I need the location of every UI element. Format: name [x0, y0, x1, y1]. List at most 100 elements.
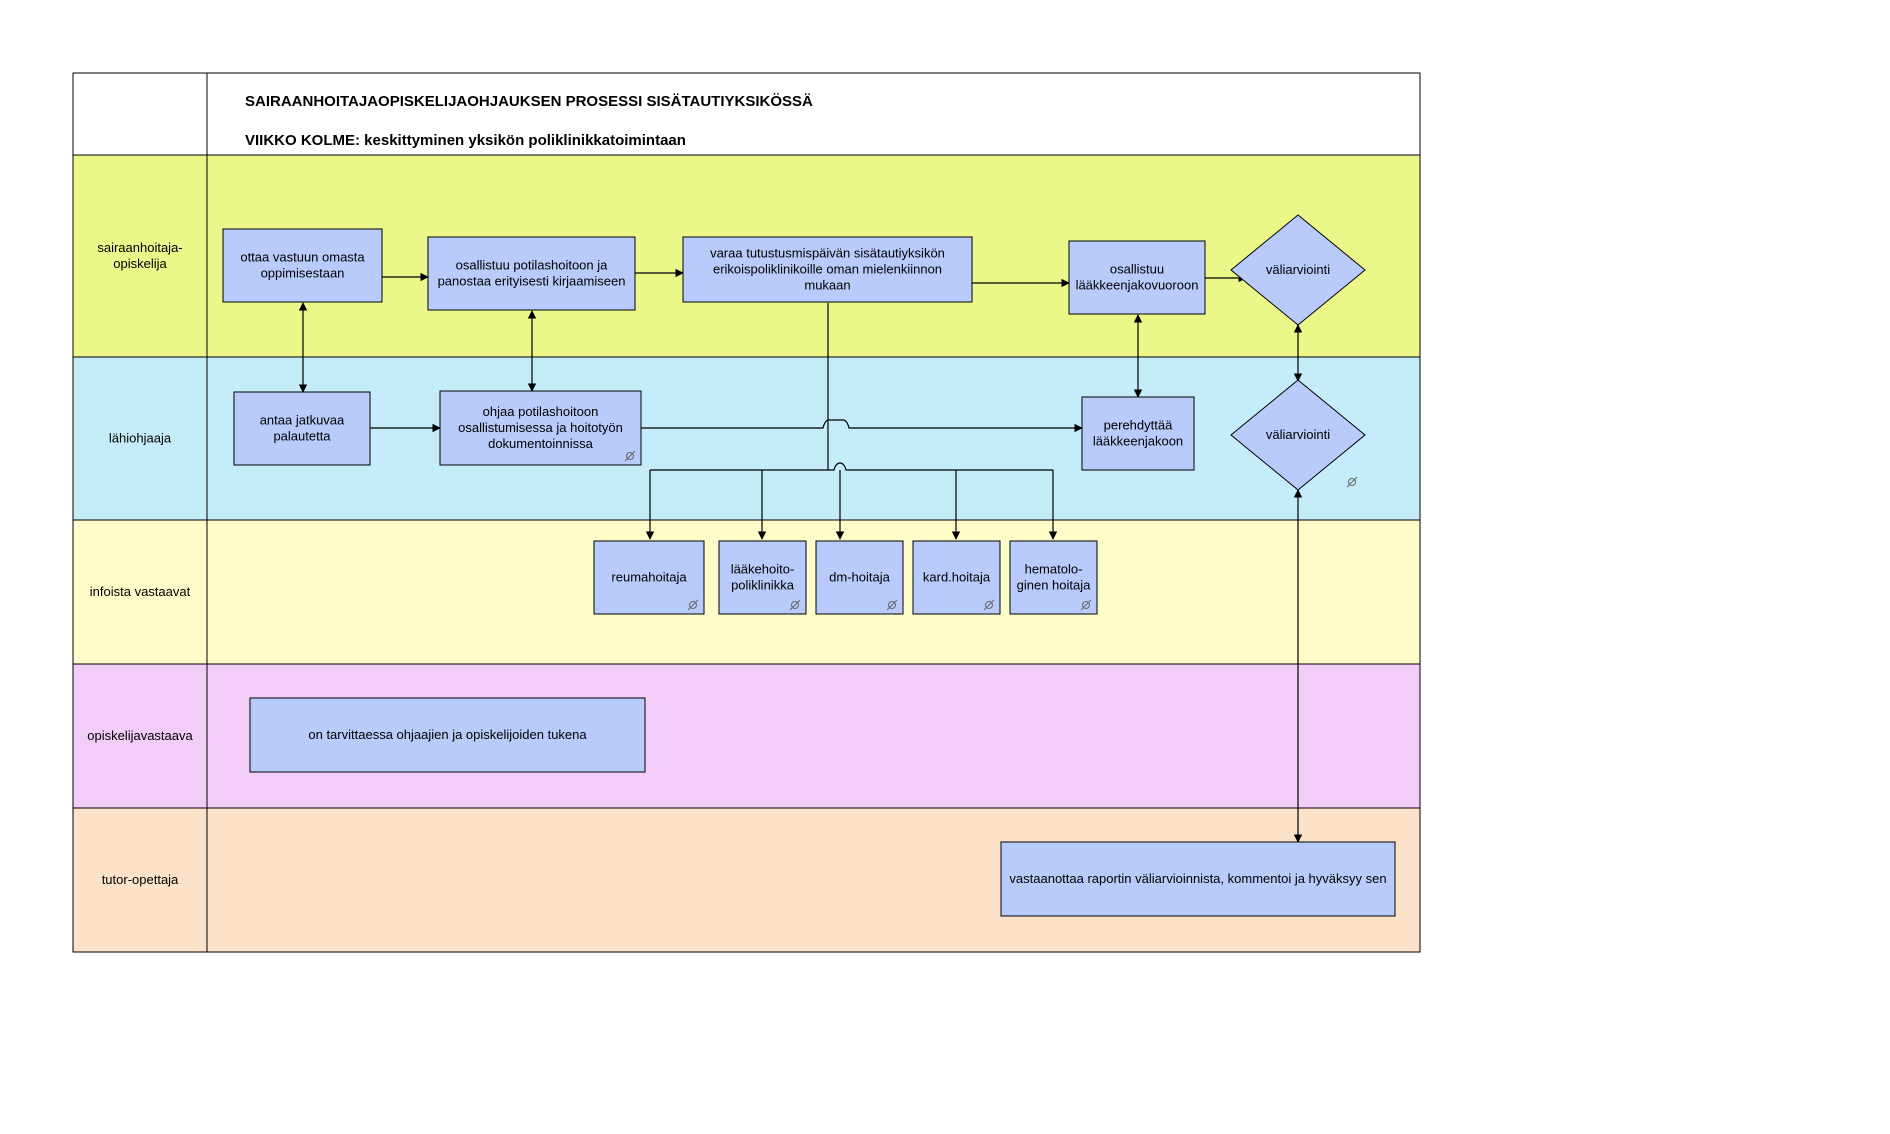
node-label-line: lääkkeenjakovuoroon: [1076, 278, 1199, 293]
process-box: [912, 540, 1001, 615]
node-reuma: reumahoitaja: [593, 540, 705, 615]
lane-label-line: opiskelija: [113, 256, 167, 271]
node-label-line: poliklinikka: [731, 578, 795, 593]
node-label-line: lääkkeenjakoon: [1093, 434, 1183, 449]
diagram-title: SAIRAANHOITAJAOPISKELIJAOHJAUKSEN PROSES…: [245, 93, 813, 110]
process-box: [718, 540, 807, 615]
node-label-line: ginen hoitaja: [1017, 578, 1091, 593]
process-box: [249, 697, 646, 773]
node-label-line: ottaa vastuun omasta: [240, 250, 365, 265]
node-label-line: mukaan: [804, 278, 850, 293]
process-box: [222, 228, 383, 303]
node-label-line: osallistuu potilashoitoon ja: [456, 258, 609, 273]
node-label-line: erikoispoliklinikoille oman mielenkiinno…: [713, 262, 942, 277]
link-icon: [886, 599, 898, 611]
process-box: [1081, 396, 1195, 471]
node-label: väliarviointi: [1266, 427, 1330, 442]
node-label: lääkehoito-poliklinikka: [731, 562, 795, 593]
node-label-line: hematolo-: [1025, 562, 1083, 577]
node-label-line: varaa tutustusmispäivän sisätautiyksikön: [710, 246, 945, 261]
link-icon: [624, 450, 636, 462]
node-label-line: väliarviointi: [1266, 262, 1330, 277]
process-box: [1068, 240, 1206, 315]
lane-label-line: opiskelijavastaava: [87, 728, 193, 743]
node-label-line: vastaanottaa raportin väliarvioinnista, …: [1009, 871, 1386, 886]
edge-ohjaa-perehdyttaa: [641, 419, 1083, 433]
node-valiarviointi2: väliarviointi: [1230, 379, 1366, 491]
link-icon: [687, 599, 699, 611]
node-dm: dm-hoitaja: [815, 540, 904, 615]
node-label-line: oppimisestaan: [261, 266, 345, 281]
node-label: varaa tutustusmispäivän sisätautiyksikön…: [710, 246, 945, 293]
lane-label-line: tutor-opettaja: [102, 872, 179, 887]
link-icon: [983, 599, 995, 611]
decision-diamond: [1230, 379, 1366, 491]
lane-label: tutor-opettaja: [102, 872, 179, 887]
lane-label: infoista vastaavat: [90, 584, 191, 599]
process-box: [1000, 841, 1396, 917]
node-label-line: kard.hoitaja: [923, 570, 991, 585]
process-box: [1009, 540, 1098, 615]
node-label: on tarvittaessa ohjaajien ja opiskelijoi…: [308, 727, 587, 742]
lane-label-line: lähiohjaaja: [109, 431, 172, 446]
lane-label: lähiohjaaja: [109, 431, 172, 446]
node-label-line: lääkehoito-: [731, 562, 795, 577]
process-box: [439, 390, 642, 466]
node-label-line: palautetta: [273, 429, 331, 444]
edge-branch-bus: [650, 462, 1053, 471]
lane-label-line: infoista vastaavat: [90, 584, 191, 599]
swimlanes: sairaanhoitaja-opiskelija lähiohjaaja info…: [72, 154, 1421, 953]
link-icon: [789, 599, 801, 611]
process-box: [427, 236, 636, 311]
lane-label: sairaanhoitaja-opiskelija: [97, 240, 182, 271]
node-vastaanottaa: vastaanottaa raportin väliarvioinnista, …: [1000, 841, 1396, 917]
node-label-line: ohjaa potilashoitoon: [483, 404, 599, 419]
process-box: [593, 540, 705, 615]
node-label-line: panostaa erityisesti kirjaamiseen: [438, 274, 626, 289]
node-label-line: osallistumisessa ja hoitotyön: [458, 420, 623, 435]
node-tukena: on tarvittaessa ohjaajien ja opiskelijoi…: [249, 697, 646, 773]
node-label-line: dm-hoitaja: [829, 570, 890, 585]
node-label-line: väliarviointi: [1266, 427, 1330, 442]
node-label-line: on tarvittaessa ohjaajien ja opiskelijoi…: [308, 727, 587, 742]
node-label: dm-hoitaja: [829, 570, 890, 585]
node-label-line: reumahoitaja: [611, 570, 687, 585]
process-box: [815, 540, 904, 615]
node-kard: kard.hoitaja: [912, 540, 1001, 615]
lane-label: opiskelijavastaava: [87, 728, 193, 743]
node-valiarviointi1: väliarviointi: [1230, 214, 1366, 326]
diagram-subtitle: VIIKKO KOLME: keskittyminen yksikön poli…: [245, 132, 686, 149]
process-box: [682, 236, 973, 303]
node-label-line: dokumentoinnissa: [488, 436, 594, 451]
process-box: [233, 391, 371, 466]
node-label-line: antaa jatkuvaa: [260, 413, 345, 428]
node-label: reumahoitaja: [611, 570, 687, 585]
node-label: kard.hoitaja: [923, 570, 991, 585]
header-box: [72, 72, 1421, 156]
link-icon: [1080, 599, 1092, 611]
node-label: hematolo-ginen hoitaja: [1017, 562, 1091, 593]
node-label-line: osallistuu: [1110, 262, 1164, 277]
node-label-line: perehdyttää: [1104, 418, 1173, 433]
node-label: vastaanottaa raportin väliarvioinnista, …: [1009, 871, 1386, 886]
decision-diamond: [1230, 214, 1366, 326]
connectors: [298, 268, 1303, 843]
node-laakehoito: lääkehoito-poliklinikka: [718, 540, 807, 615]
lane-label-line: sairaanhoitaja-: [97, 240, 182, 255]
node-hematolo: hematolo-ginen hoitaja: [1009, 540, 1098, 615]
node-varaa: varaa tutustusmispäivän sisätautiyksikön…: [682, 236, 973, 303]
